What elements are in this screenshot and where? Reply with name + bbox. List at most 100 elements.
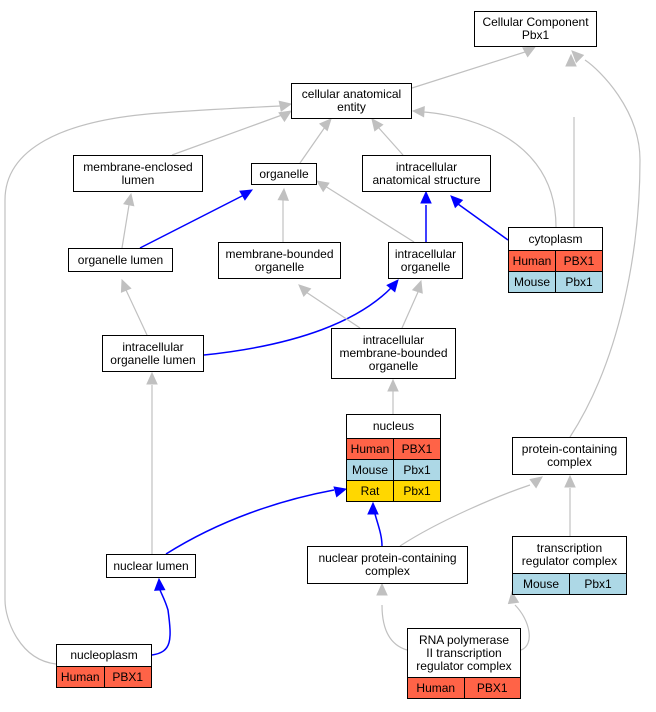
species-label: Human <box>416 680 456 695</box>
edge-line <box>299 126 326 164</box>
edge-line <box>457 203 509 241</box>
species-label: Mouse <box>513 274 551 289</box>
node-label: nucleus <box>372 419 415 433</box>
edge-np-to-nl <box>151 577 171 656</box>
arrowhead <box>420 190 432 204</box>
arrowhead <box>522 46 537 58</box>
edge-line <box>401 291 419 329</box>
edge-line <box>4 105 281 665</box>
edge-line <box>151 589 171 656</box>
edge-line <box>324 185 415 243</box>
arrowhead <box>564 474 576 488</box>
species-label: Human <box>512 253 552 268</box>
arrowhead <box>411 279 423 294</box>
edge-mel-to-cae <box>171 110 293 156</box>
arrowhead <box>450 195 464 209</box>
arrowhead <box>367 501 379 515</box>
edge-line <box>305 291 361 329</box>
arrowhead <box>277 187 289 201</box>
arrowhead <box>120 278 132 293</box>
arrowhead <box>565 53 577 67</box>
arrowhead <box>333 486 348 498</box>
gene-label: Pbx1 <box>393 460 440 480</box>
gene-label: PBX1 <box>463 678 521 698</box>
edge-line <box>399 484 531 547</box>
edge-imbo-to-mbo <box>298 284 361 329</box>
edge-trc-to-pcc <box>564 474 576 536</box>
arrowhead <box>376 582 388 596</box>
arrowhead <box>316 180 330 193</box>
arrowhead <box>278 110 293 123</box>
arrowhead <box>146 371 158 385</box>
annotation-row: Human PBX1 <box>408 677 520 698</box>
arrowhead <box>154 577 166 591</box>
edge-line <box>139 194 245 249</box>
node-label: nuclear lumen <box>113 558 189 573</box>
gene-label: Pbx1 <box>393 481 440 501</box>
arrowhead <box>387 378 399 392</box>
edge-line <box>374 513 383 547</box>
edge-ias-to-cae <box>371 118 404 156</box>
edge-np-to-cae <box>4 100 293 665</box>
arrowhead <box>298 284 312 298</box>
edge-line <box>411 51 526 89</box>
edge-io-to-organelle <box>316 180 415 243</box>
edge-npcc-to-pcc <box>399 476 543 547</box>
edge-organelle-to-cae <box>299 118 332 164</box>
arrowhead <box>411 106 425 118</box>
gene-label: PBX1 <box>393 439 440 459</box>
arrowhead <box>318 118 332 132</box>
edge-line <box>514 604 530 651</box>
gene-label: Pbx1 <box>555 272 602 292</box>
edge-mbo-to-organelle <box>277 187 289 242</box>
edge-line <box>203 286 393 356</box>
edge-nl-to-nucleus <box>165 486 348 555</box>
edge-line <box>419 111 557 228</box>
edge-rnapol-to-trc <box>507 590 530 651</box>
annotation-row: Mouse Pbx1 <box>509 271 602 292</box>
arrowhead <box>529 476 543 489</box>
node-label: organelle <box>259 166 309 181</box>
species-label: Human <box>60 669 100 684</box>
edge-line <box>165 489 335 555</box>
edge-ol-to-organelle <box>139 189 254 249</box>
node-label: nucleoplasm <box>70 648 138 662</box>
edge-io-to-ias <box>420 190 432 242</box>
edge-ol-to-mel <box>121 192 135 249</box>
edge-line <box>569 59 641 438</box>
edge-cyto-to-ias <box>450 195 509 241</box>
edge-line <box>377 126 404 156</box>
species-label: Mouse <box>522 576 560 591</box>
node-organelle: organelle <box>251 163 317 185</box>
edge-nl-to-iol <box>146 371 158 554</box>
node-label: cytoplasm <box>528 231 583 246</box>
edge-cyto-to-cc <box>565 53 577 227</box>
